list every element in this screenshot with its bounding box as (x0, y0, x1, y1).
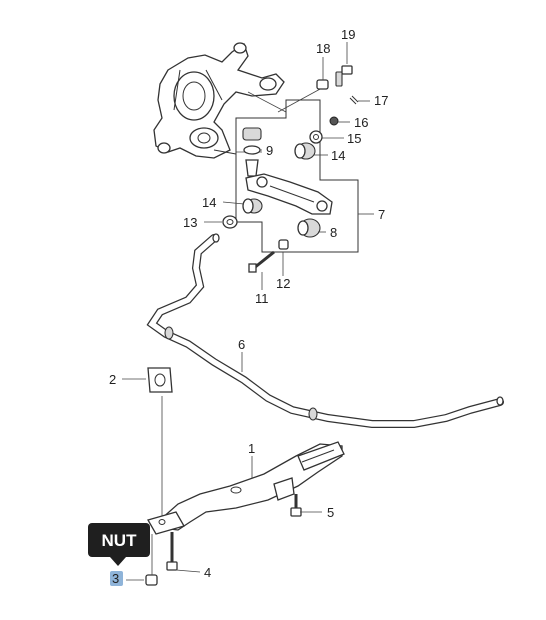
part-number-5: 5 (327, 505, 334, 520)
stabilizer-bushing (147, 367, 173, 393)
stabilizer-bar (146, 233, 504, 428)
washer-13 (222, 215, 238, 229)
lower-arm-box (235, 99, 359, 253)
steering-knuckle (153, 42, 285, 159)
part-number-12: 12 (276, 276, 290, 291)
cotter-pin-17 (349, 95, 359, 105)
nut-12 (278, 239, 289, 250)
arm-bushing-upper (294, 142, 316, 160)
leader-lines (122, 42, 374, 581)
part-number-14-lower: 14 (202, 195, 216, 210)
arm-bushing-lower (242, 198, 263, 214)
ball-joint (242, 127, 262, 177)
part-number-1: 1 (248, 441, 255, 456)
part-number-8: 8 (330, 225, 337, 240)
part-number-4: 4 (204, 565, 211, 580)
part-number-17: 17 (374, 93, 388, 108)
bolt-19 (335, 65, 353, 87)
nut-18 (316, 79, 329, 90)
washer-15 (309, 130, 323, 144)
part-number-6: 6 (238, 337, 245, 352)
bolt-5 (290, 494, 302, 517)
part-number-9: 9 (266, 143, 273, 158)
part-number-16: 16 (354, 115, 368, 130)
nut-3 (145, 574, 158, 586)
lower-control-arm (245, 173, 333, 215)
part-number-7: 7 (378, 207, 385, 222)
callout-label: NUT (102, 531, 138, 550)
part-number-11: 11 (255, 291, 269, 306)
part-number-2: 2 (109, 372, 116, 387)
part-number-19: 19 (341, 27, 355, 42)
part-number-13: 13 (183, 215, 197, 230)
part-number-3: 3 (112, 571, 119, 586)
bushing-8 (297, 218, 321, 238)
crossmember (147, 441, 345, 535)
part-numbers: 19 18 17 16 15 14 9 7 8 14 13 11 12 6 2 … (109, 27, 388, 580)
nut-16 (329, 116, 339, 126)
bolt-4 (166, 532, 178, 571)
part-number-18: 18 (316, 41, 330, 56)
part-number-15: 15 (347, 131, 361, 146)
bolt-11 (248, 250, 275, 273)
nut-callout[interactable]: NUT (88, 523, 150, 566)
part-number-14-upper: 14 (331, 148, 345, 163)
part-number-3-highlight[interactable]: 3 (110, 571, 123, 586)
